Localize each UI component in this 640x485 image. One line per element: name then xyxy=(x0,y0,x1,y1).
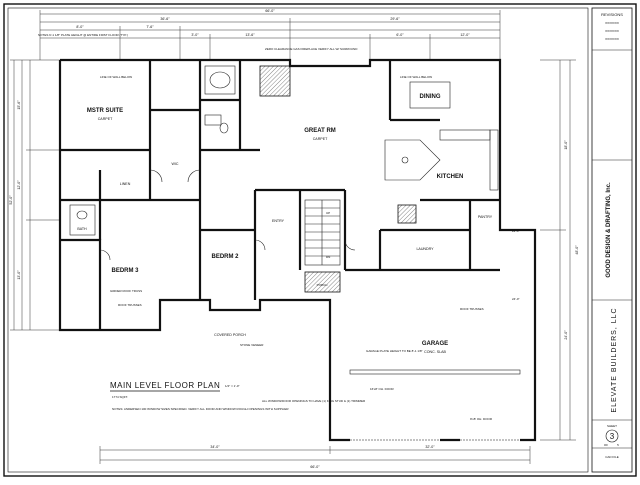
note-header-openings: ALL WINDOW/DOOR OPENINGS TO HAVE (1) KIN… xyxy=(262,399,366,403)
sheet-border xyxy=(3,3,637,477)
plan-sqft: 1774 SQFT. xyxy=(112,395,128,399)
note-garage-plate: GARAGE PLATE HEIGHT TO BE 8'-1 1/8" xyxy=(366,349,423,353)
room-master-suite: MSTR SUITE xyxy=(87,108,123,114)
fireplace-hatch xyxy=(259,65,291,97)
dim-top-left: 36'-6" xyxy=(160,17,170,21)
room-laundry: LAUNDRY xyxy=(416,247,434,251)
dining-table xyxy=(409,81,451,109)
garage-dim-d: 24'-0" xyxy=(512,297,520,301)
room-kitchen: KITCHEN xyxy=(437,174,464,180)
dim-overall-top: 66'-0" xyxy=(265,9,275,13)
revision-2: XX/XX/XX xyxy=(605,29,619,33)
room-great-rm: GREAT RM xyxy=(304,128,336,134)
stone-veneer-hatch xyxy=(304,271,341,293)
room-bedroom-3: BEDRM 3 xyxy=(111,268,139,274)
cad-file-label: CAD FILE xyxy=(605,455,619,459)
pantry-hatch xyxy=(397,204,417,224)
dim-left-seg1: 15'-6" xyxy=(17,100,21,110)
room-dining: DINING xyxy=(420,94,441,100)
room-pantry: PANTRY xyxy=(478,215,493,219)
dimensions-top: 66'-0" 36'-6" 29'-6" 8'-0" 7'-6" 3'-0" 1… xyxy=(39,9,501,60)
garage-doors xyxy=(349,369,521,442)
room-master-suite-floor: CARPET xyxy=(98,117,113,121)
room-bedroom-2: BEDRM 2 xyxy=(211,254,239,260)
room-entry: ENTRY xyxy=(272,219,285,223)
revision-1: XX/XX/XX xyxy=(605,21,619,25)
revisions-label: REVISIONS xyxy=(601,12,623,17)
dim-right-overall: 48'-0" xyxy=(575,245,579,255)
dim-top-seg6: 12'-0" xyxy=(460,33,470,37)
room-bath: BATH xyxy=(77,227,87,231)
sheet-total: 5 xyxy=(617,443,619,447)
dim-right-seg1: 18'-0" xyxy=(564,140,568,150)
room-garage-floor: CONC. SLAB xyxy=(424,350,446,354)
garage-garage-dim-w: 22'-0" xyxy=(512,229,520,233)
dim-left-overall: 52'-0" xyxy=(9,195,13,205)
note-line-wall-below-2: LINE OF WALL BELOW xyxy=(400,75,432,79)
dim-left-seg2: 12'-0" xyxy=(17,180,21,190)
sheet-of: OF xyxy=(604,443,608,447)
plan-scale: 1/4" = 1'-0" xyxy=(225,384,240,388)
drawing-frame xyxy=(7,7,589,473)
room-great-rm-floor: CARPET xyxy=(313,137,328,141)
note-garage-door-1: 16'x8' OH. DOOR xyxy=(370,387,394,391)
stairs xyxy=(304,199,341,266)
sheet-number-circle xyxy=(605,429,619,443)
note-plate-height: NOTES 9'-1 1/8" PLATE HEIGHT @ ENTIRE FI… xyxy=(38,33,128,37)
room-linen: LINEN xyxy=(120,182,131,186)
dim-top-seg2: 7'-6" xyxy=(146,25,154,29)
dimensions-left: 52'-0" 15'-6" 12'-0" 13'-0" xyxy=(9,59,60,331)
dim-overall-bottom: 66'-0" xyxy=(310,465,320,469)
dimensions-bottom: 66'-0" 34'-0" 32'-0" xyxy=(99,445,531,469)
room-wic: WIC xyxy=(172,162,179,166)
dim-top-seg4: 13'-6" xyxy=(245,33,255,37)
revision-3: XX/XX/XX xyxy=(605,37,619,41)
note-girder-truss: GIRDER ROOF TRUSS xyxy=(110,289,142,293)
room-porch: PORCH xyxy=(317,283,328,287)
stair-dn: DN xyxy=(326,255,330,259)
bath-fixtures xyxy=(69,65,236,236)
dim-top-seg3: 3'-0" xyxy=(191,33,199,37)
dim-top-seg5: 6'-0" xyxy=(396,33,404,37)
dim-right-seg2: 24'-0" xyxy=(564,330,568,340)
room-covered-porch: COVERED PORCH xyxy=(214,333,246,337)
dim-top-seg1: 8'-0" xyxy=(76,25,84,29)
kitchen-island xyxy=(384,129,499,191)
plan-title: MAIN LEVEL FLOOR PLAN xyxy=(110,381,220,390)
note-garage-door-2: 9'x8' OH. DOOR xyxy=(470,417,493,421)
note-windows: NOTES: ANDERSEN 100 WINDOW SIZES SPECIFI… xyxy=(112,407,289,411)
room-garage: GARAGE xyxy=(422,341,448,347)
dim-bottom-right: 32'-0" xyxy=(425,445,435,449)
note-stone-veneer: STONE VENEER xyxy=(240,343,264,347)
company-name: ELEVATE BUILDERS, LLC xyxy=(611,307,618,412)
interior-walls xyxy=(60,60,500,300)
note-roof-trusses-2: ROOF TRUSSES xyxy=(460,307,484,311)
sheet-number: 3 xyxy=(610,432,615,441)
door-swings xyxy=(99,169,356,261)
dim-bottom-left: 34'-0" xyxy=(210,445,220,449)
designer-name: GOOD DESIGN & DRAFTING, Inc. xyxy=(606,182,612,278)
dim-top-right: 29'-6" xyxy=(390,17,400,21)
dimensions-right: 48'-0" 18'-0" 24'-0" xyxy=(540,59,579,441)
note-fireplace: ZERO CLEARANCE GAS FIREPLACE VERIFY ALL … xyxy=(265,47,358,51)
dim-left-seg3: 13'-0" xyxy=(17,270,21,280)
stair-up: UP xyxy=(326,211,330,215)
note-roof-trusses-1: ROOF TRUSSES xyxy=(118,303,142,307)
title-block: REVISIONS XX/XX/XX XX/XX/XX XX/XX/XX GOO… xyxy=(591,7,633,473)
note-line-wall-below-1: LINE OF WALL BELOW xyxy=(100,75,132,79)
plan-title-block: MAIN LEVEL FLOOR PLAN 1/4" = 1'-0" 1774 … xyxy=(110,381,289,411)
sheet-label: SHEET xyxy=(607,424,617,428)
